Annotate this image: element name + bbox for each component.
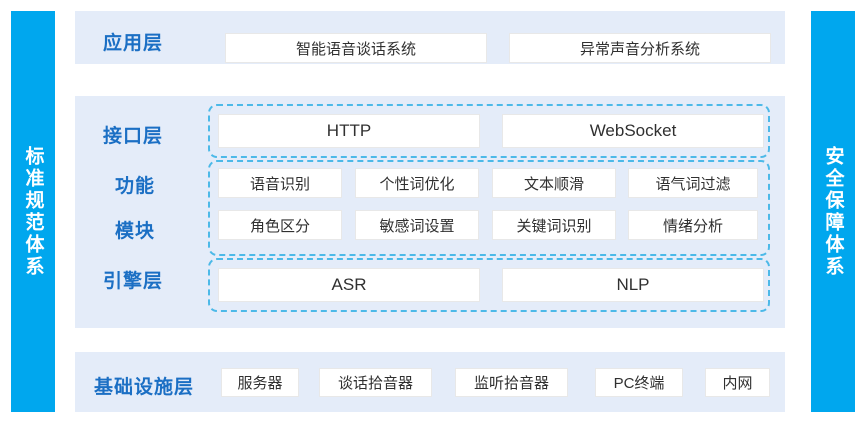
interface-layer-label: 接口层 (103, 126, 164, 147)
engine-layer-label: 引擎层 (103, 271, 164, 292)
infrastructure-box-server[interactable]: 服务器 (221, 368, 299, 397)
sidebar-left-label: 标准规范体系 (22, 145, 44, 278)
infrastructure-layer-panel: 基础设施层 服务器 谈话拾音器 监听拾音器 PC终端 内网 (75, 352, 785, 412)
application-box-abnormal-sound-analysis-system[interactable]: 异常声音分析系统 (509, 33, 771, 63)
engine-box-nlp[interactable]: NLP (502, 268, 764, 302)
infrastructure-box-intranet[interactable]: 内网 (705, 368, 770, 397)
interface-layer-group (208, 104, 770, 158)
interface-box-http[interactable]: HTTP (218, 114, 480, 148)
module-box-keyword-recognition[interactable]: 关键词识别 (492, 210, 616, 240)
application-layer-label: 应用层 (103, 33, 164, 54)
application-box-intelligent-voice-interview-system[interactable]: 智能语音谈话系统 (225, 33, 487, 63)
module-box-sensitive-word-setting[interactable]: 敏感词设置 (355, 210, 479, 240)
sidebar-standard-specification-system: 标准规范体系 (11, 11, 55, 412)
application-layer-panel: 应用层 智能语音谈话系统 异常声音分析系统 (75, 11, 785, 64)
core-layers-panel: 接口层 功能 模块 引擎层 HTTP WebSocket 语音识别 个性词优化 … (75, 96, 785, 328)
engine-layer-group (208, 258, 770, 312)
module-box-emotion-analysis[interactable]: 情绪分析 (628, 210, 758, 240)
interface-box-websocket[interactable]: WebSocket (502, 114, 764, 148)
module-box-role-differentiation[interactable]: 角色区分 (218, 210, 342, 240)
function-module-group (208, 160, 770, 256)
function-layer-label-line1: 功能 (115, 176, 156, 197)
module-box-speech-recognition[interactable]: 语音识别 (218, 168, 342, 198)
infrastructure-box-interview-microphone[interactable]: 谈话拾音器 (319, 368, 432, 397)
engine-box-asr[interactable]: ASR (218, 268, 480, 302)
sidebar-security-assurance-system: 安全保障体系 (811, 11, 855, 412)
infrastructure-box-pc-terminal[interactable]: PC终端 (595, 368, 683, 397)
function-layer-label-line2: 模块 (115, 221, 156, 242)
module-box-text-smoothing[interactable]: 文本顺滑 (492, 168, 616, 198)
sidebar-right-label: 安全保障体系 (822, 145, 844, 278)
module-box-personalized-word-optimization[interactable]: 个性词优化 (355, 168, 479, 198)
infrastructure-box-monitoring-microphone[interactable]: 监听拾音器 (455, 368, 568, 397)
infrastructure-layer-label: 基础设施层 (94, 377, 195, 398)
module-box-filler-word-filtering[interactable]: 语气词过滤 (628, 168, 758, 198)
